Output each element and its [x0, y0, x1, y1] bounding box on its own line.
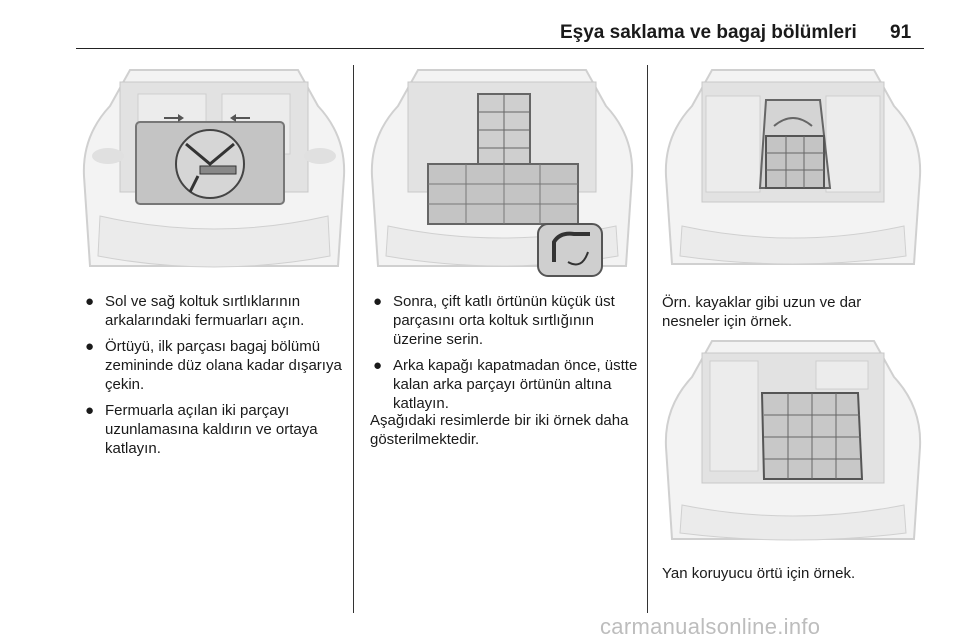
- bullet-icon: ●: [373, 293, 383, 310]
- figure-caption: Yan koruyucu örtü için örnek.: [662, 565, 856, 582]
- bullet-icon: ●: [85, 293, 95, 310]
- instruction-list-col2: ●Sonra, çift katlı örtünün küçük üst par…: [370, 292, 638, 420]
- header-divider: [76, 48, 924, 49]
- list-item: ●Sonra, çift katlı örtünün küçük üst par…: [373, 293, 615, 348]
- page-header-title: Eşya saklama ve bagaj bölümleri: [560, 22, 857, 43]
- list-item: ●Örtüyü, ilk parçası bagaj bölümü zemini…: [85, 338, 342, 393]
- figure-caption: Örn. kayaklar gibi uzun ve dar nesneler …: [662, 294, 862, 330]
- figure-side-protection-example: [662, 337, 924, 549]
- column-divider-2: [647, 65, 648, 613]
- figure-unfolded-cover: [368, 66, 636, 278]
- intro-paragraph: Aşağıdaki resimlerde bir iki örnek daha …: [370, 412, 629, 448]
- figure-ski-example: [662, 66, 924, 274]
- page-number: 91: [890, 22, 912, 43]
- bullet-icon: ●: [85, 338, 95, 355]
- column-divider-1: [353, 65, 354, 613]
- list-item: ●Sol ve sağ koltuk sırtlıklarının arkala…: [85, 293, 305, 329]
- list-item: ●Arka kapağı kapatmadan önce, üstte kala…: [373, 357, 638, 412]
- bullet-icon: ●: [85, 402, 95, 419]
- instruction-list-col1: ●Sol ve sağ koltuk sırtlıklarının arkala…: [82, 292, 342, 465]
- watermark: carmanualsonline.info: [600, 614, 821, 639]
- list-item: ●Fermuarla açılan iki parçayı uzunlaması…: [85, 402, 318, 457]
- figure-zipper-cover: [80, 66, 348, 278]
- bullet-icon: ●: [373, 357, 383, 374]
